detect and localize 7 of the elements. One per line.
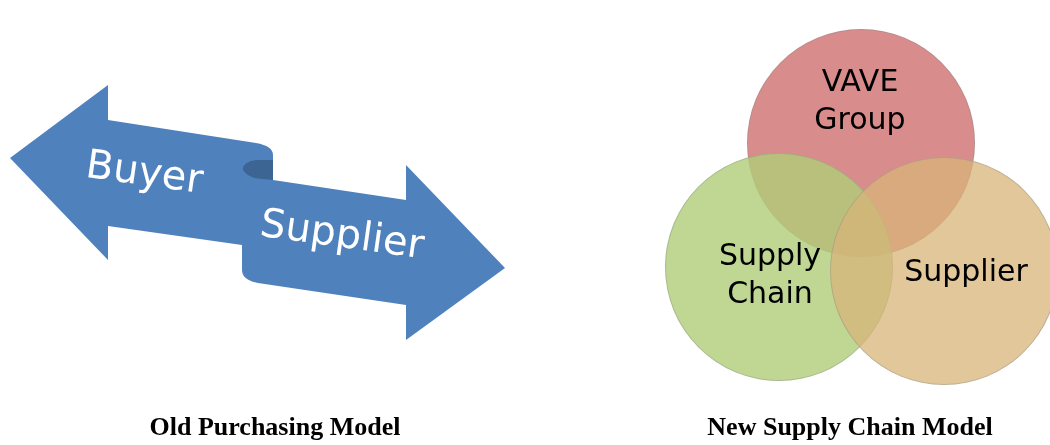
model-caption: Old Purchasing Model — [148, 414, 402, 440]
circle-label: Supplier — [903, 252, 1029, 290]
model-caption: New Supply Chain Model — [706, 414, 994, 440]
circle-label: VAVE Group — [813, 62, 907, 138]
ribbon-label: Supplier — [258, 201, 427, 265]
ribbon-label: Buyer — [83, 143, 206, 199]
circle-label: Supply Chain — [717, 236, 823, 312]
